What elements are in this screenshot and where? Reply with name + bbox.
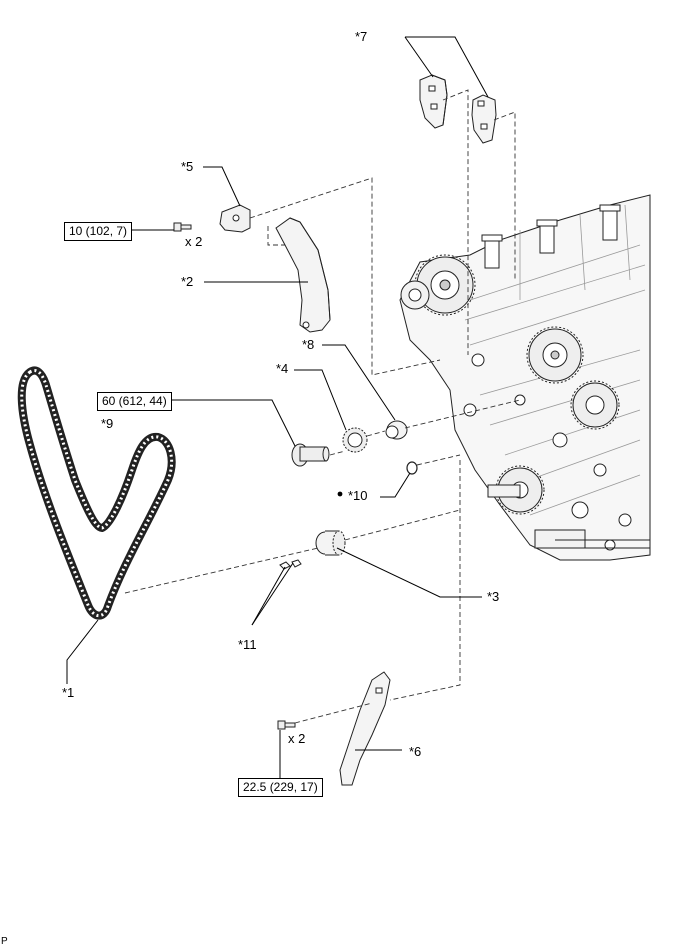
leader-lines	[66, 36, 489, 779]
bolt-icon	[277, 720, 296, 730]
callout-11: *11	[238, 637, 257, 652]
callout-7: *7	[355, 29, 368, 44]
idler-bushing	[385, 420, 408, 440]
page-footer-mark: P	[1, 936, 8, 947]
bolt-quantity-upper: x 2	[185, 234, 203, 249]
chain-guide-pair	[419, 74, 497, 144]
callout-2: *2	[181, 274, 194, 289]
torque-spec-idler-bolt: 60 (612, 44)	[97, 392, 172, 411]
crankshaft-sprocket	[315, 530, 346, 556]
chain-slipper	[275, 217, 331, 333]
lower-chain-guide	[339, 671, 391, 786]
bolt-icon	[173, 222, 192, 232]
idler-bolt	[291, 443, 330, 467]
engine-block	[399, 194, 651, 561]
callout-5: *5	[181, 159, 194, 174]
crankshaft-keys	[279, 559, 302, 570]
callout-10: *10	[348, 488, 368, 503]
callout-9: *9	[101, 416, 114, 431]
callout-8: *8	[302, 337, 315, 352]
o-ring	[337, 461, 418, 497]
bolt-quantity-lower: x 2	[288, 731, 306, 746]
installation-lines	[124, 89, 521, 724]
chain-tensioner	[219, 204, 251, 233]
callout-3: *3	[487, 589, 500, 604]
idler-sprocket	[342, 427, 368, 453]
torque-spec-tensioner-bolt: 10 (102, 7)	[64, 222, 133, 241]
callout-6: *6	[409, 744, 422, 759]
callout-4: *4	[276, 361, 289, 376]
torque-spec-guide-bolt: 22.5 (229, 17)	[238, 778, 323, 797]
callout-1: *1	[62, 685, 75, 700]
timing-chain	[17, 366, 176, 620]
